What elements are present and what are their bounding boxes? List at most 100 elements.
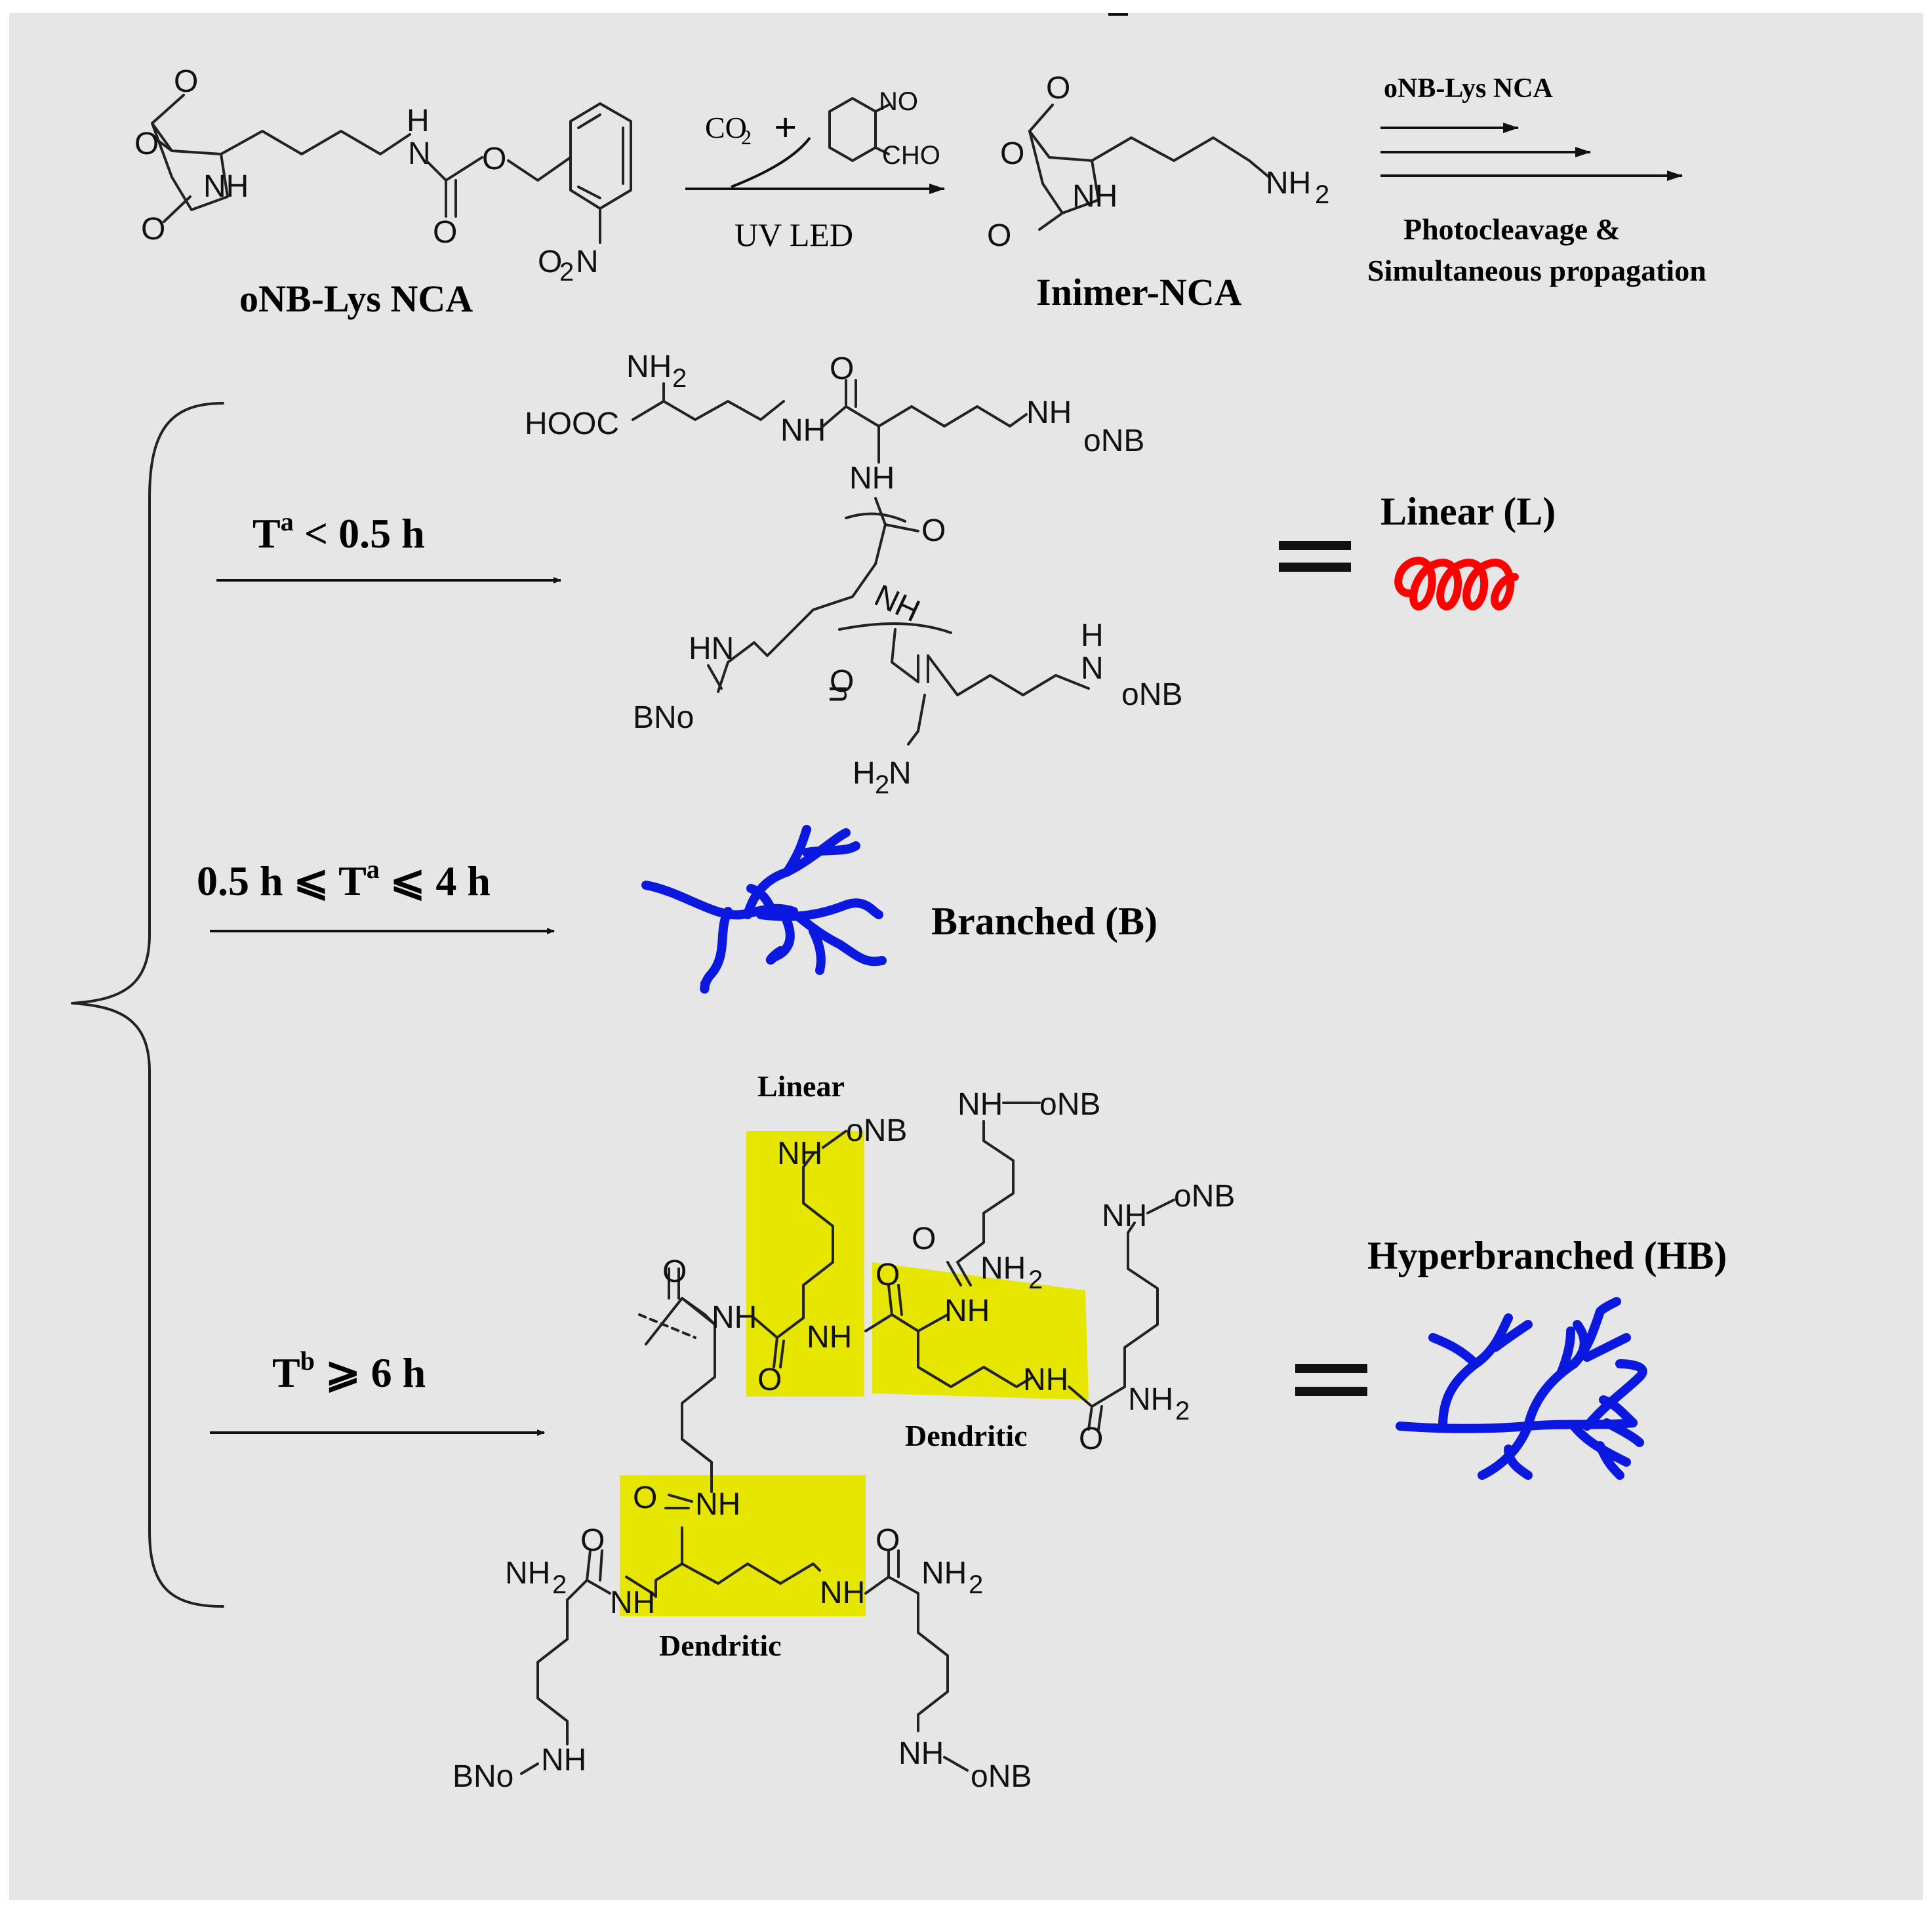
atom-nh2-sub: 2 — [552, 1570, 567, 1599]
atom-onb: oNB — [1174, 1179, 1235, 1214]
atom-nh: NH — [1026, 395, 1072, 430]
atom-nh2-sub: 2 — [969, 1570, 983, 1599]
cond-hb-pre: T — [272, 1349, 300, 1396]
svg-text:0.5 h ⩽ Ta ⩽ 4 h: 0.5 h ⩽ Ta ⩽ 4 h — [197, 854, 491, 904]
no-label: NO — [879, 87, 918, 116]
hyperbranched-product-label: Hyperbranched (HB) — [1367, 1234, 1727, 1277]
dendritic-unit-label-1: Dendritic — [905, 1419, 1028, 1452]
atom-nh: NH — [695, 1487, 740, 1522]
atom-o: O — [1000, 136, 1024, 171]
byproduct-curved-arrow — [731, 136, 811, 188]
atom-nh: NH — [807, 1320, 852, 1355]
cond-hb-sup: b — [300, 1346, 315, 1376]
atom-o: O — [433, 215, 457, 250]
highlight-dendritic-unit-1 — [872, 1262, 1089, 1400]
atom-nh2: NH — [505, 1556, 550, 1591]
linear-product-label: Linear (L) — [1380, 490, 1556, 533]
linear-coil-icon — [1394, 556, 1519, 611]
co2-label: CO — [705, 111, 747, 144]
atom-h2n-sub: 2 — [875, 770, 889, 799]
atom-onb: oNB — [1083, 424, 1144, 458]
atom-o: O — [633, 1481, 657, 1515]
atom-nh2-sub: 2 — [672, 364, 687, 393]
atom-o: O — [875, 1258, 900, 1292]
atom-o: O — [912, 1222, 936, 1256]
atom-o: O — [830, 664, 854, 699]
cho-label: CHO — [882, 141, 940, 170]
atom-o: O — [757, 1363, 782, 1397]
atom-h: H — [1081, 618, 1104, 653]
reagent-label: oNB-Lys NCA — [1384, 73, 1554, 104]
atom-o: O — [580, 1523, 605, 1558]
svg-text:Ta < 0.5 h: Ta < 0.5 h — [252, 507, 425, 557]
atom-o2n: O — [538, 245, 562, 279]
cond-linear-pre: T — [252, 510, 281, 557]
atom-o2n-n: N — [576, 245, 599, 279]
svg-text:Tb ⩾ 6 h: Tb ⩾ 6 h — [272, 1346, 426, 1396]
cond-branched-sup: a — [367, 854, 380, 884]
atom-n: N — [1081, 651, 1104, 686]
atom-nh2-sub: 2 — [1315, 180, 1329, 209]
condition-hyperbranched: Tb ⩾ 6 h — [210, 1346, 545, 1436]
hyperbranched-polymer-structure: O NH O NH oNB NH O NH NH O NH 2 NH oNB O… — [453, 1087, 1235, 1794]
atom-nh: NH — [849, 461, 895, 496]
linear-equals-sign — [1279, 541, 1351, 572]
atom-o: O — [875, 1523, 900, 1558]
atom-hooc: HOOC — [525, 407, 619, 441]
atom-nh2: NH — [1128, 1382, 1173, 1417]
atom-nh: NH — [1072, 179, 1117, 214]
atom-nh: NH — [780, 413, 826, 448]
atom-onb: oNB — [1121, 677, 1182, 712]
step-line2: Simultaneous propagation — [1367, 254, 1706, 287]
propagation-arrows: oNB-Lys NCA Photocleavage & Simultaneous… — [1367, 73, 1706, 287]
curly-brace — [71, 402, 224, 1608]
hyperbranched-polymer-icon — [1396, 1297, 1647, 1480]
uv-arrow-group: CO 2 + NO CHO UV LED — [685, 87, 945, 253]
atom-nh2-sub: 2 — [1028, 1265, 1043, 1294]
atom-nh2: NH — [626, 349, 672, 384]
condition-linear: Ta < 0.5 h — [216, 507, 561, 584]
atom-o: O — [1046, 71, 1070, 106]
atom-o: O — [1079, 1422, 1103, 1456]
atom-o2n-sub: 2 — [559, 258, 574, 287]
linear-unit-label: Linear — [757, 1069, 845, 1103]
atom-n: N — [408, 136, 431, 171]
cond-branched-post: ⩽ 4 h — [380, 858, 491, 904]
inimer-label: Inimer-NCA — [1036, 271, 1242, 313]
cond-linear-post: < 0.5 h — [294, 510, 425, 557]
atom-bno: BNo — [453, 1759, 513, 1794]
repeat-bracket-left — [845, 512, 906, 523]
hyperbranched-equals-sign — [1295, 1364, 1367, 1396]
atom-bno: BNo — [633, 700, 694, 735]
branched-polymer-icon — [641, 825, 887, 994]
atom-h: H — [407, 104, 430, 138]
uv-led-label: UV LED — [735, 216, 853, 253]
atom-nh2: NH — [980, 1251, 1026, 1286]
atom-nh: NH — [1102, 1199, 1147, 1233]
atom-o: O — [987, 218, 1011, 253]
branched-product-label: Branched (B) — [931, 900, 1157, 943]
cond-branched-pre: 0.5 h ⩽ T — [197, 858, 367, 904]
atom-nh: NH — [898, 1736, 944, 1771]
highlight-linear-unit — [746, 1131, 864, 1397]
atom-o: O — [662, 1254, 687, 1289]
inimer-nca-structure: O O O NH NH 2 — [987, 71, 1329, 253]
step-line1: Photocleavage & — [1403, 212, 1620, 246]
condition-branched: 0.5 h ⩽ Ta ⩽ 4 h — [197, 854, 555, 934]
highlight-dendritic-unit-2 — [620, 1475, 866, 1616]
onb-lys-nca-structure: O O O NH H N O O O 2 N — [134, 64, 632, 287]
atom-nh2: NH — [921, 1556, 967, 1591]
atom-h2n: H — [853, 756, 875, 791]
atom-nh: NH — [957, 1087, 1003, 1122]
atom-nh: NH — [610, 1585, 655, 1620]
atom-nh: NH — [820, 1576, 865, 1610]
plus-sign: + — [774, 106, 797, 150]
cond-hb-post: ⩾ 6 h — [315, 1349, 426, 1396]
atom-nh: NH — [1023, 1363, 1068, 1397]
atom-nh: NH — [541, 1743, 586, 1778]
atom-onb: oNB — [846, 1113, 907, 1148]
atom-onb: oNB — [1039, 1087, 1100, 1122]
atom-o: O — [174, 64, 198, 99]
linear-polymer-structure: NH 2 HOOC NH O NH oNB NH O NH HN BNo n O… — [525, 349, 1182, 799]
atom-o: O — [134, 127, 159, 161]
